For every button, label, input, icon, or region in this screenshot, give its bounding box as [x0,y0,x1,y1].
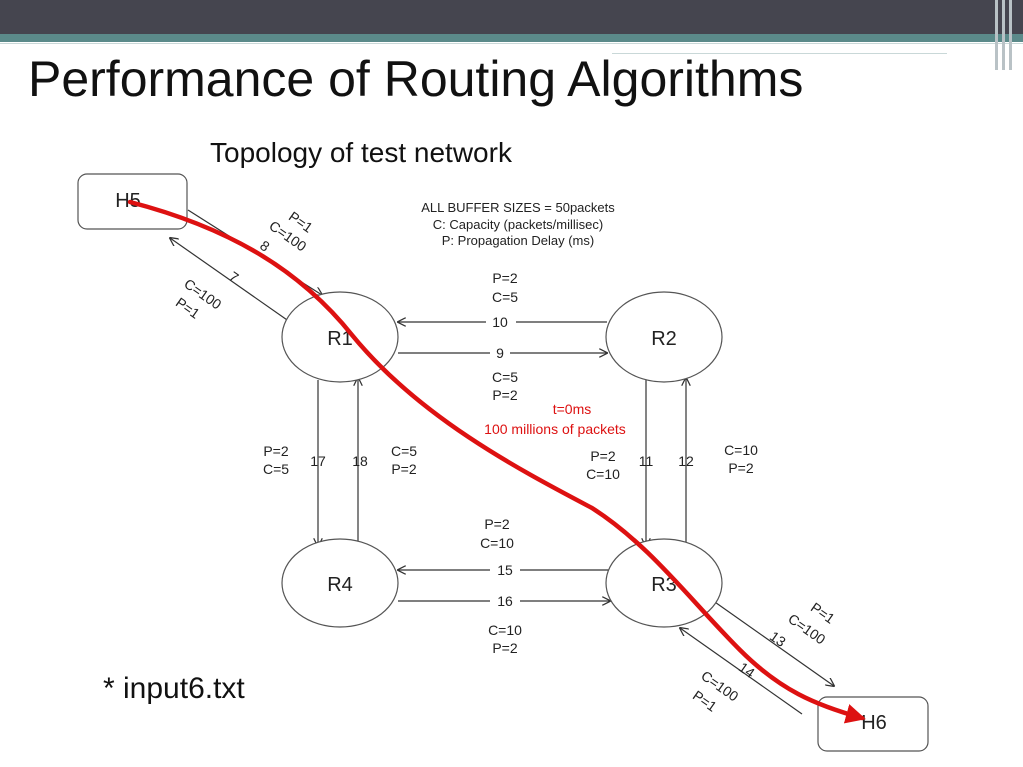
link-label-mask [490,562,520,577]
corner-stripe [1009,0,1012,70]
legend-propagation-delay: P: Propagation Delay (ms) [442,233,594,248]
link-r3-h6 [711,599,834,686]
traffic-start-time: t=0ms [553,401,592,417]
router-label-r3: R3 [651,574,677,596]
link-label-r1-r4-c: C=5 [263,461,289,477]
link-label-r3-r2-c: C=10 [724,442,758,458]
link-label-r3-r4-p: P=2 [484,516,510,532]
link-label-r1-r2-p: P=2 [492,387,518,403]
routing-path-arrow [127,199,866,724]
link-r1-h5 [170,238,291,323]
link-label-r3-r2-p: P=2 [728,460,754,476]
link-label-r4-r1-id: 18 [352,453,368,469]
link-label-r3-r4-c: C=10 [480,535,514,551]
link-label-r1-r4-id: 17 [310,453,326,469]
input-file-bullet: * input6.txt [103,672,245,705]
link-h6-r3 [680,628,803,715]
title-bar-background [0,0,1023,34]
link-label-mask [490,344,510,359]
link-label-r1-r4-p: P=2 [263,443,289,459]
traffic-packet-count: 100 millions of packets [484,421,626,437]
link-label-mask [490,593,520,608]
link-label-mask [486,313,516,328]
link-label-r4-r3-c: C=10 [488,622,522,638]
link-label-r2-r3-id: 11 [639,453,654,469]
link-label-r1-r2-id: 9 [496,345,504,361]
legend-capacity: C: Capacity (packets/millisec) [433,217,604,232]
link-label-r4-r3-p: P=2 [492,640,518,656]
router-node-r4 [281,538,399,628]
link-label-r3-r2-id: 12 [678,453,694,469]
link-label-r2-r1-id: 10 [492,314,508,330]
title-bar-accent-stripe [0,34,1023,42]
corner-stripe [995,0,998,70]
slide-title: Performance of Routing Algorithms [28,51,804,107]
router-node-r2 [605,291,723,383]
router-node-r1 [281,291,399,383]
corner-stripe [1002,0,1005,70]
link-label-r2-r1-p: P=2 [492,270,518,286]
link-label-r4-r1-p: P=2 [391,461,417,477]
title-bar-rule [0,43,1023,44]
router-label-r4: R4 [327,574,353,596]
router-label-r2: R2 [651,328,677,350]
link-label-r3-h6-id: 13 [767,628,789,650]
host-label-h6: H6 [861,712,887,734]
link-label-r2-r3-c: C=10 [586,466,620,482]
legend-buffer-sizes: ALL BUFFER SIZES = 50packets [421,200,615,215]
router-label-r1: R1 [327,328,353,350]
link-label-r2-r3-p: P=2 [590,448,616,464]
router-node-r3 [605,538,723,628]
link-label-r2-r1-c: C=5 [492,289,518,305]
decorative-rule [612,53,947,54]
diagram-caption: Topology of test network [210,137,512,168]
link-label-r4-r3-id: 16 [497,593,513,609]
link-label-r1-h5-id: 7 [226,268,242,286]
link-label-r1-r2-c: C=5 [492,369,518,385]
link-label-r4-r1-c: C=5 [391,443,417,459]
link-label-r3-r4-id: 15 [497,562,513,578]
